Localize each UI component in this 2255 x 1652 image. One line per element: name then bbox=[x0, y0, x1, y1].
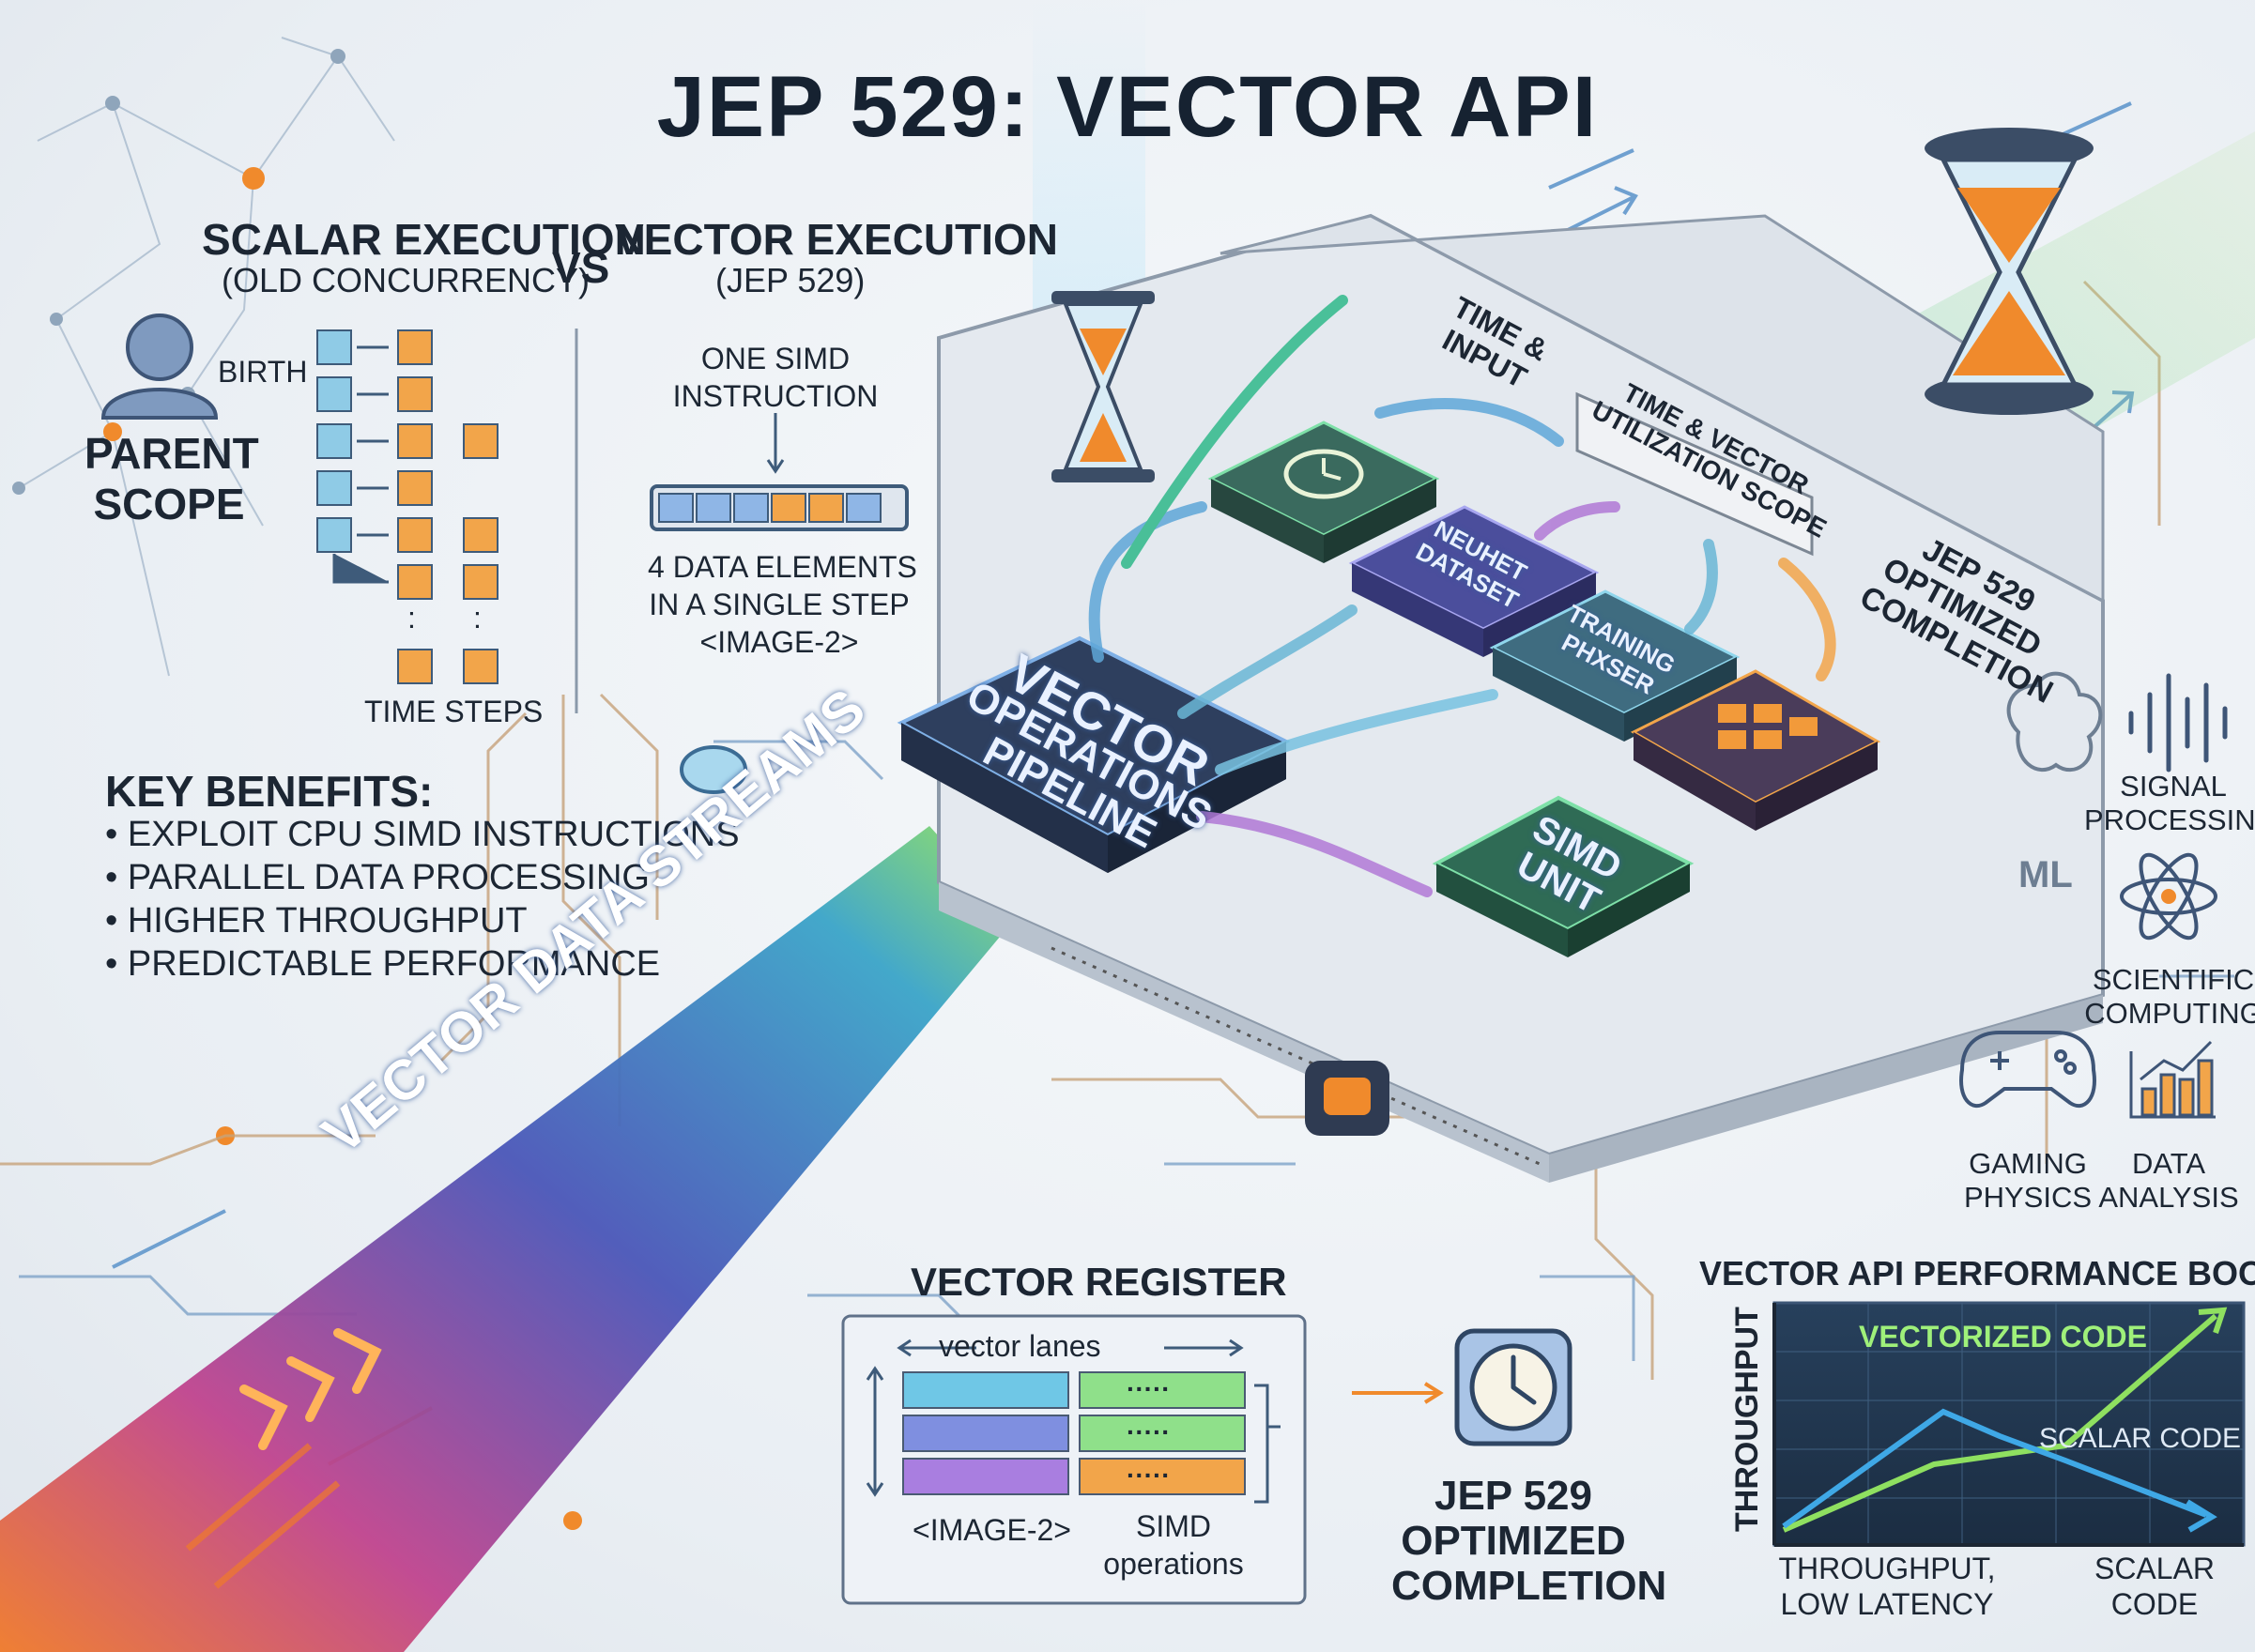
vs-label: VS bbox=[552, 243, 610, 292]
vector-title: VECTOR EXECUTION bbox=[615, 215, 1058, 264]
chart-x-left-label: THROUGHPUT,LOW LATENCY bbox=[1778, 1552, 1996, 1621]
pipeline-chip bbox=[897, 635, 1291, 873]
bar-chart-icon bbox=[2129, 1040, 2216, 1119]
chart-ylabel: THROUGHPUT bbox=[1729, 1307, 1765, 1532]
register-left-caption: <IMAGE-2> bbox=[913, 1513, 1071, 1547]
vector-subtitle: (JEP 529) bbox=[715, 261, 866, 299]
birth-label: BIRTH bbox=[218, 355, 308, 389]
orange-grid-chip bbox=[1630, 669, 1881, 831]
app-signal-processing: SIGNALPROCESSING bbox=[2084, 770, 2255, 836]
time-steps-label: TIME STEPS bbox=[364, 695, 544, 728]
scalar-subtitle: (OLD CONCURRENCY) bbox=[222, 261, 591, 299]
page-title: JEP 529: VECTOR API bbox=[656, 59, 1599, 155]
lane-dots: ····· bbox=[1127, 1461, 1171, 1490]
orange-node-chip bbox=[1305, 1061, 1389, 1136]
ml-label: ML bbox=[2018, 854, 2073, 895]
waveform-icon bbox=[2128, 673, 2228, 772]
hourglass-small-icon bbox=[1051, 291, 1155, 482]
benefits-list: • EXPLOIT CPU SIMD INSTRUCTIONS • PARALL… bbox=[105, 813, 740, 986]
benefits-title: KEY BENEFITS: bbox=[105, 767, 434, 816]
ellipsis-1: : bbox=[407, 601, 416, 635]
atom-icon bbox=[2120, 852, 2217, 941]
vectorized-code-label: VECTORIZED CODE bbox=[1859, 1320, 2147, 1354]
lane-dots: ····· bbox=[1127, 1374, 1171, 1403]
ellipsis-2: : bbox=[473, 601, 482, 635]
scalar-code-label: SCALAR CODE bbox=[2039, 1423, 2242, 1454]
benefit-item: • PARALLEL DATA PROCESSING bbox=[105, 858, 650, 897]
circuit-node bbox=[680, 745, 747, 794]
brain-icon bbox=[2006, 671, 2103, 772]
person-icon bbox=[100, 314, 219, 420]
hourglass-large-icon bbox=[1925, 128, 2094, 415]
clock-icon bbox=[1454, 1328, 1572, 1446]
benefit-item: • EXPLOIT CPU SIMD INSTRUCTIONS bbox=[105, 815, 740, 854]
gamepad-icon bbox=[1959, 1031, 2096, 1109]
training-chip bbox=[1489, 589, 1741, 742]
register-title: VECTOR REGISTER bbox=[911, 1260, 1287, 1304]
dataset-chip bbox=[1348, 505, 1600, 657]
lanes-label: vector lanes bbox=[939, 1329, 1101, 1363]
clock-chip bbox=[1207, 421, 1440, 563]
performance-title: VECTOR API PERFORMANCE BOOST bbox=[1699, 1254, 2255, 1293]
simd-chip bbox=[1432, 795, 1695, 957]
lane-dots: ····· bbox=[1127, 1417, 1171, 1446]
benefit-item: • HIGHER THROUGHPUT bbox=[105, 901, 528, 941]
benefit-item: • PREDICTABLE PERFORMANCE bbox=[105, 944, 661, 984]
scalar-title: SCALAR EXECUTION bbox=[202, 215, 646, 264]
